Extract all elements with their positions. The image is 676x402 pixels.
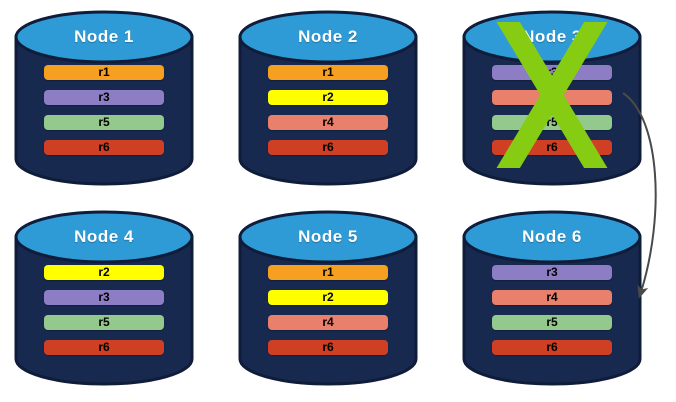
record-bar[interactable]: r4 [492, 290, 612, 305]
record-bar[interactable]: r6 [268, 140, 388, 155]
record-bar[interactable]: r4 [492, 90, 612, 105]
cylinder-top [462, 210, 642, 264]
record-bar[interactable]: r5 [492, 315, 612, 330]
record-list: r3 r4 r5 r6 [492, 65, 612, 165]
record-bar[interactable]: r3 [492, 65, 612, 80]
record-list: r1 r2 r4 r6 [268, 65, 388, 165]
record-bar[interactable]: r4 [268, 115, 388, 130]
record-bar[interactable]: r5 [492, 115, 612, 130]
cylinder-top [238, 210, 418, 264]
record-bar[interactable]: r1 [268, 65, 388, 80]
record-bar[interactable]: r3 [44, 290, 164, 305]
record-bar[interactable]: r6 [44, 140, 164, 155]
record-bar[interactable]: r6 [492, 140, 612, 155]
record-bar[interactable]: r5 [44, 315, 164, 330]
record-bar[interactable]: r3 [44, 90, 164, 105]
cylinder-top [14, 10, 194, 64]
record-list: r1 r3 r5 r6 [44, 65, 164, 165]
record-bar[interactable]: r6 [492, 340, 612, 355]
record-bar[interactable]: r2 [44, 265, 164, 280]
cylinder-top [238, 10, 418, 64]
record-bar[interactable]: r1 [44, 65, 164, 80]
record-bar[interactable]: r2 [268, 290, 388, 305]
cylinder-top [14, 210, 194, 264]
record-bar[interactable]: r4 [268, 315, 388, 330]
record-bar[interactable]: r2 [268, 90, 388, 105]
record-list: r2 r3 r5 r6 [44, 265, 164, 365]
record-bar[interactable]: r5 [44, 115, 164, 130]
record-list: r1 r2 r4 r6 [268, 265, 388, 365]
cylinder-top [462, 10, 642, 64]
record-bar[interactable]: r3 [492, 265, 612, 280]
record-bar[interactable]: r1 [268, 265, 388, 280]
record-bar[interactable]: r6 [268, 340, 388, 355]
record-list: r3 r4 r5 r6 [492, 265, 612, 365]
record-bar[interactable]: r6 [44, 340, 164, 355]
